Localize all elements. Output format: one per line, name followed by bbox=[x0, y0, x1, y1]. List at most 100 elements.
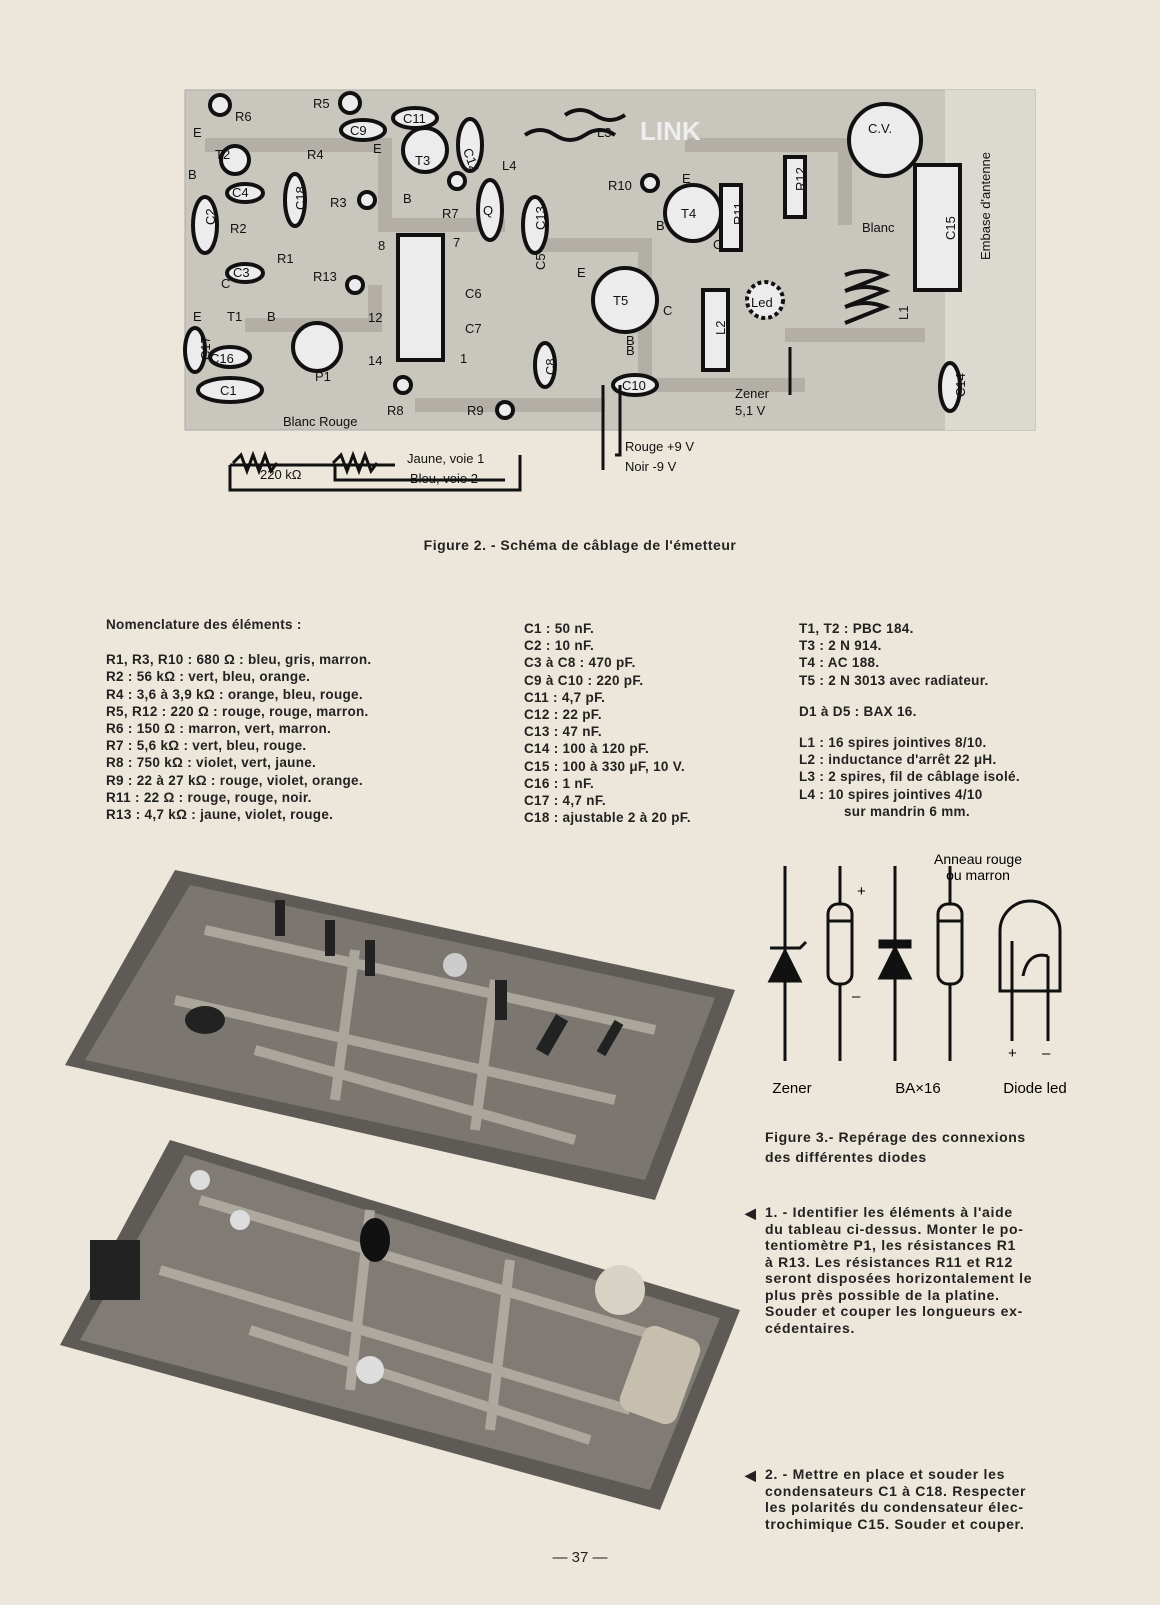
label-bleu: Bleu, voie 2 bbox=[410, 471, 478, 486]
capacitor-line: C17 : 4,7 nF. bbox=[524, 793, 606, 809]
figure3-caption: Figure 3.- Repérage des connexions des d… bbox=[765, 1127, 1095, 1167]
label-c6: C6 bbox=[465, 286, 482, 301]
label-r2: R2 bbox=[230, 221, 247, 236]
led-label: Diode led bbox=[1003, 1080, 1066, 1097]
label-l1: L1 bbox=[896, 306, 911, 320]
label-pin12: 12 bbox=[368, 310, 382, 325]
label-jaune: Jaune, voie 1 bbox=[407, 451, 484, 466]
label-zener: Zener bbox=[735, 386, 770, 401]
pcb-photo-bottom bbox=[60, 1140, 740, 1510]
label-c1: C1 bbox=[220, 383, 237, 398]
transistor-line: T4 : AC 188. bbox=[799, 655, 880, 671]
label-t4: T4 bbox=[681, 206, 696, 221]
diagram-labels: R6 R5 C11 C9 R4 C12 L3 L4 E T2 B C4 C18 … bbox=[188, 96, 993, 486]
label-c18: C18 bbox=[293, 186, 308, 210]
step-line: Souder et couper les longueurs ex- bbox=[765, 1303, 1023, 1319]
step-line: condensateurs C1 à C18. Respecter bbox=[765, 1482, 1027, 1499]
label-c15: C15 bbox=[943, 216, 958, 240]
label-l2: L2 bbox=[713, 321, 728, 335]
label-cv: C.V. bbox=[868, 121, 892, 136]
label-c7: C7 bbox=[465, 321, 482, 336]
pcb-photo-top bbox=[65, 870, 735, 1200]
resistor-line: R7 : 5,6 kΩ : vert, bleu, rouge. bbox=[106, 738, 307, 754]
capacitor-line: C16 : 1 nF. bbox=[524, 775, 595, 791]
label-pot: 220 kΩ bbox=[260, 467, 302, 482]
label-c4: C4 bbox=[232, 185, 249, 200]
label-p1: P1 bbox=[315, 369, 331, 384]
step-line: les polarités du condensateur élec- bbox=[765, 1499, 1024, 1515]
step-line: à R13. Les résistances R11 et R12 bbox=[765, 1253, 1014, 1270]
label-r10: R10 bbox=[608, 178, 632, 193]
step-line: 1. - Identifier les éléments à l'aide bbox=[765, 1204, 1013, 1220]
label-r8: R8 bbox=[387, 403, 404, 418]
label-r3: R3 bbox=[330, 195, 347, 210]
led-minus: – bbox=[1042, 1045, 1051, 1062]
label-led: Led bbox=[751, 295, 773, 310]
inductor-line: L4 : 10 spires jointives 4/10 bbox=[799, 786, 983, 802]
step-line: 2. - Mettre en place et souder les bbox=[765, 1466, 1006, 1482]
label-r12: R12 bbox=[793, 167, 808, 191]
wires bbox=[228, 347, 792, 492]
label-blanc: Blanc bbox=[862, 220, 895, 235]
led-package bbox=[998, 899, 1062, 1041]
resistor-line: R5, R12 : 220 Ω : rouge, rouge, marron. bbox=[106, 703, 369, 719]
coils bbox=[523, 108, 891, 325]
resistor-line: R9 : 22 à 27 kΩ : rouge, violet, orange. bbox=[106, 772, 363, 788]
step-line: plus près possible de la platine. bbox=[765, 1286, 1000, 1303]
label-noir: Noir -9 V bbox=[625, 459, 677, 474]
label-blanc-rouge: Blanc Rouge bbox=[283, 414, 357, 429]
inductor-line: L1 : 16 spires jointives 8/10. bbox=[799, 735, 987, 751]
bax-symbol bbox=[877, 866, 913, 1061]
bax-package bbox=[936, 866, 964, 1061]
step-line: du tableau ci-dessus. Monter le po- bbox=[765, 1220, 1024, 1237]
label-c14: C14 bbox=[953, 373, 968, 397]
label-rouge: Rouge +9 V bbox=[625, 439, 694, 454]
label-t2: T2 bbox=[215, 147, 230, 162]
zener-package bbox=[826, 866, 854, 1061]
label-c3: C3 bbox=[233, 265, 250, 280]
label-r6: R6 bbox=[235, 109, 252, 124]
resistor-line: R11 : 22 Ω : rouge, rouge, noir. bbox=[106, 789, 312, 805]
nomenclature-semiconductors: T1, T2 : PBC 184. T3 : 2 N 914. T4 : AC … bbox=[799, 620, 1020, 820]
page-number: — 37 — bbox=[552, 1549, 608, 1566]
label-pin14: 14 bbox=[368, 353, 382, 368]
transistor-line: T1, T2 : PBC 184. bbox=[799, 621, 914, 636]
label-q: Q bbox=[483, 203, 493, 218]
label-t5: T5 bbox=[613, 293, 628, 308]
diode-pinout-figure: Anneau rouge ou marron + – + – Zener BA×… bbox=[767, 851, 1067, 1097]
transistor-line: T5 : 2 N 3013 avec radiateur. bbox=[799, 672, 989, 688]
label-b5: B bbox=[656, 218, 665, 233]
label-c8: C8 bbox=[543, 358, 558, 375]
capacitor-line: C12 : 22 pF. bbox=[524, 707, 602, 723]
zener-label: Zener bbox=[772, 1080, 811, 1097]
label-c-t4: C bbox=[713, 237, 722, 252]
inductor-line: sur mandrin 6 mm. bbox=[844, 803, 970, 819]
resistor-line: R4 : 3,6 à 3,9 kΩ : orange, bleu, rouge. bbox=[106, 686, 363, 702]
label-c-t1: C bbox=[221, 276, 230, 291]
transistor-line: T3 : 2 N 914. bbox=[799, 638, 882, 654]
zener-minus: – bbox=[852, 988, 861, 1005]
label-r1: R1 bbox=[277, 251, 294, 266]
step-line: tentiomètre P1, les résistances R1 bbox=[765, 1237, 1017, 1253]
capacitor-line: C13 : 47 nF. bbox=[524, 724, 602, 740]
step-line: cédentaires. bbox=[765, 1319, 856, 1336]
resistor-line: R13 : 4,7 kΩ : jaune, violet, rouge. bbox=[106, 807, 334, 823]
figure2-caption: Figure 2. - Schéma de câblage de l'émett… bbox=[423, 537, 737, 553]
capacitor-line: C11 : 4,7 pF. bbox=[524, 689, 606, 705]
inductor-line: L2 : inductance d'arrêt 22 μH. bbox=[799, 752, 997, 768]
triangle-left-icon: ◀ bbox=[745, 1467, 757, 1483]
label-b3: B bbox=[267, 309, 276, 324]
nomenclature-title: Nomenclature des éléments : bbox=[106, 617, 302, 632]
label-c11: C11 bbox=[403, 111, 426, 126]
label-r9: R9 bbox=[467, 403, 484, 418]
label-l3: L3 bbox=[597, 125, 611, 140]
capacitor-line: C9 à C10 : 220 pF. bbox=[524, 672, 644, 688]
figure3-caption-line: Figure 3.- Repérage des connexions bbox=[765, 1129, 1026, 1145]
label-r11: R11 bbox=[731, 202, 746, 225]
label-c13: C13 bbox=[533, 206, 548, 230]
capacitor-line: C3 à C8 : 470 pF. bbox=[524, 655, 636, 671]
instruction-step-1: ◀ 1. - Identifier les éléments à l'aide … bbox=[745, 1204, 1085, 1336]
label-e1: E bbox=[193, 125, 202, 140]
label-c9: C9 bbox=[350, 123, 367, 138]
label-zener-voltage: 5,1 V bbox=[735, 403, 766, 418]
